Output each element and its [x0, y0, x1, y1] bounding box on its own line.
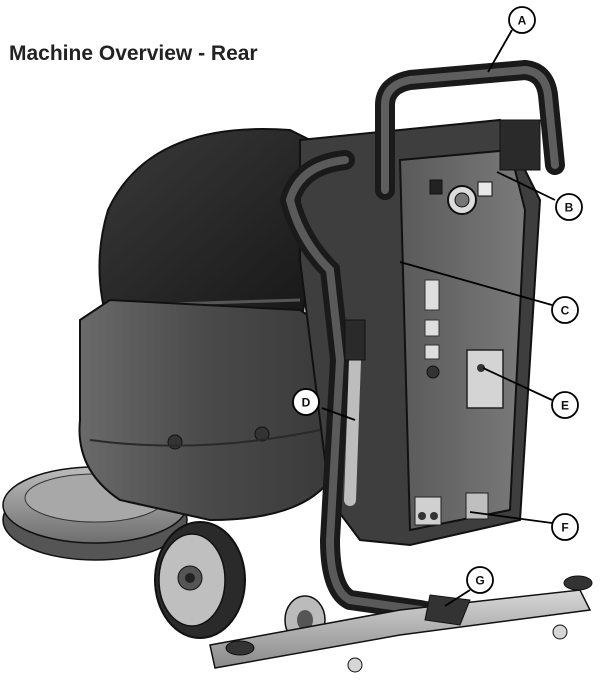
svg-text:D: D [302, 396, 311, 410]
handle-bar [375, 60, 565, 200]
leader-lines [321, 29, 556, 607]
callout-e: E [551, 391, 579, 419]
callout-b: B [555, 193, 583, 221]
lower-body [78, 298, 331, 522]
callout-g: G [466, 566, 494, 594]
svg-text:B: B [565, 201, 574, 215]
svg-text:F: F [561, 521, 568, 535]
callout-a: A [508, 6, 536, 34]
callout-c: C [551, 296, 579, 324]
svg-text:G: G [475, 574, 484, 588]
svg-text:C: C [561, 304, 570, 318]
page-title: Machine Overview - Rear [9, 42, 258, 65]
svg-text:A: A [518, 14, 527, 28]
rear-panel-housing [299, 118, 542, 547]
callout-d: D [292, 388, 320, 416]
rear-wheel [154, 521, 246, 639]
svg-text:E: E [561, 399, 569, 413]
squeegee [209, 575, 593, 673]
callout-f: F [551, 513, 579, 541]
drain-hose [279, 150, 455, 625]
